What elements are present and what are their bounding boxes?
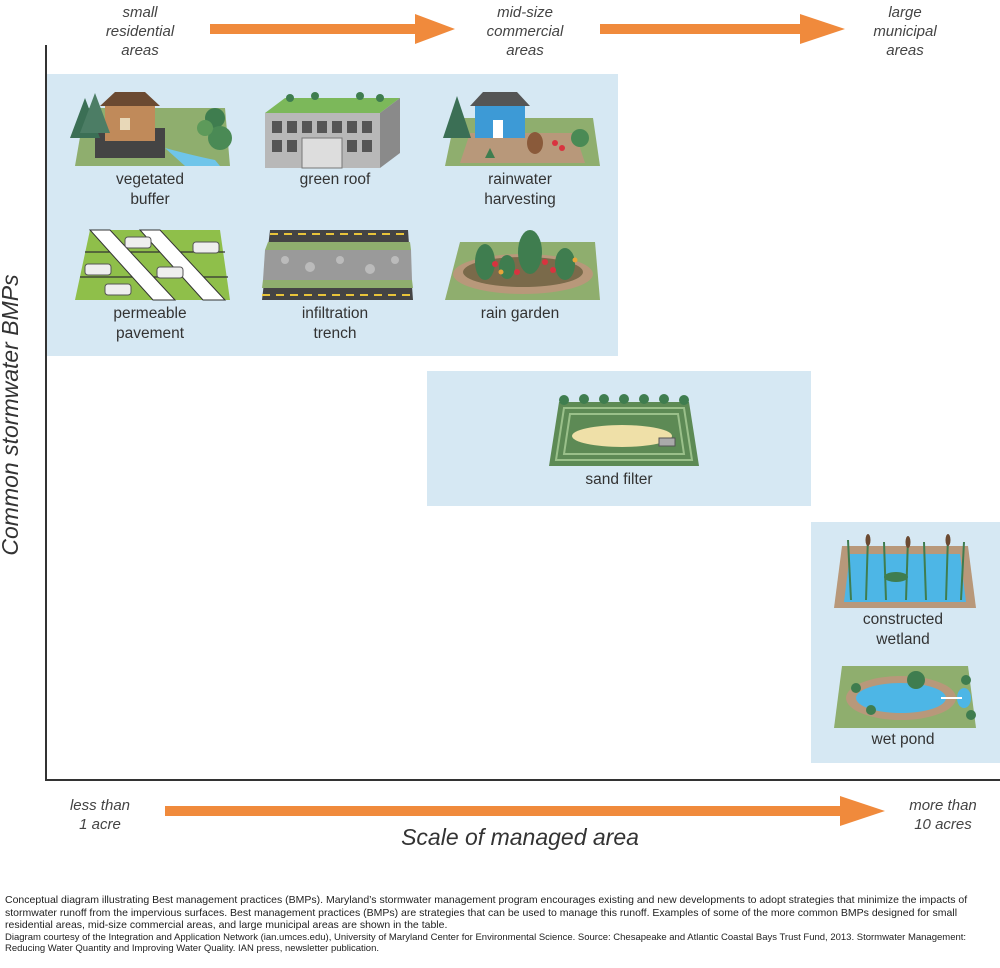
rainwater-harvesting-icon (443, 92, 600, 166)
bmp-rain-garden-label: rain garden (480, 305, 560, 322)
green-roof-icon (265, 92, 400, 169)
bmp-sand-filter: sand filter (529, 390, 709, 490)
wet-pond-icon (833, 666, 976, 728)
caption-main: Conceptual diagram illustrating Best man… (5, 894, 968, 931)
bmp-infiltration-trench: infiltration trench (245, 222, 425, 344)
scale-small-label: small residential areas (105, 4, 175, 59)
bmp-constructed-wetland: constructed wetland (816, 532, 990, 650)
x-axis-label: Scale of managed area (401, 824, 639, 850)
arrow-mid-to-large (600, 14, 845, 44)
caption-credit: Diagram courtesy of the Integration and … (5, 931, 967, 955)
vegetated-buffer-icon (70, 92, 232, 166)
scale-mid-label: mid-size commercial areas (486, 4, 564, 59)
bmp-rainwater-harvesting-label: rainwater harvesting (484, 171, 556, 208)
scale-arrow (165, 796, 885, 826)
x-axis-min-label: less than 1 acre (69, 797, 131, 833)
constructed-wetland-icon (833, 534, 976, 608)
x-axis-max-label: more than 10 acres (909, 797, 977, 833)
bmp-wet-pond-label: wet pond (871, 731, 935, 748)
bmp-vegetated-buffer: vegetated buffer (60, 88, 240, 210)
bmp-constructed-wetland-label: constructed wetland (862, 611, 944, 648)
infiltration-trench-icon (262, 230, 413, 300)
bmp-green-roof-label: green roof (299, 171, 371, 188)
rain-garden-icon (445, 230, 600, 300)
bmp-infiltration-trench-label: infiltration trench (301, 305, 369, 342)
bmp-rainwater-harvesting: rainwater harvesting (430, 88, 610, 210)
bmp-vegetated-buffer-label: vegetated buffer (115, 171, 185, 208)
y-axis-line (45, 45, 47, 780)
arrow-small-to-mid (210, 14, 455, 44)
permeable-pavement-icon (75, 229, 230, 301)
caption: Conceptual diagram illustrating Best man… (5, 894, 995, 955)
bmp-green-roof: green roof (245, 88, 425, 190)
scale-large-label: large municipal areas (873, 4, 937, 59)
sand-filter-icon (549, 394, 699, 466)
x-axis-line (45, 779, 1000, 781)
bmp-permeable-pavement-label: permeable pavement (113, 305, 187, 342)
bmp-permeable-pavement: permeable pavement (60, 222, 240, 344)
y-axis-label: Common stormwater BMPs (0, 274, 23, 556)
bmp-sand-filter-label: sand filter (585, 471, 653, 488)
bmp-wet-pond: wet pond (816, 660, 990, 750)
bmp-rain-garden: rain garden (430, 222, 610, 324)
